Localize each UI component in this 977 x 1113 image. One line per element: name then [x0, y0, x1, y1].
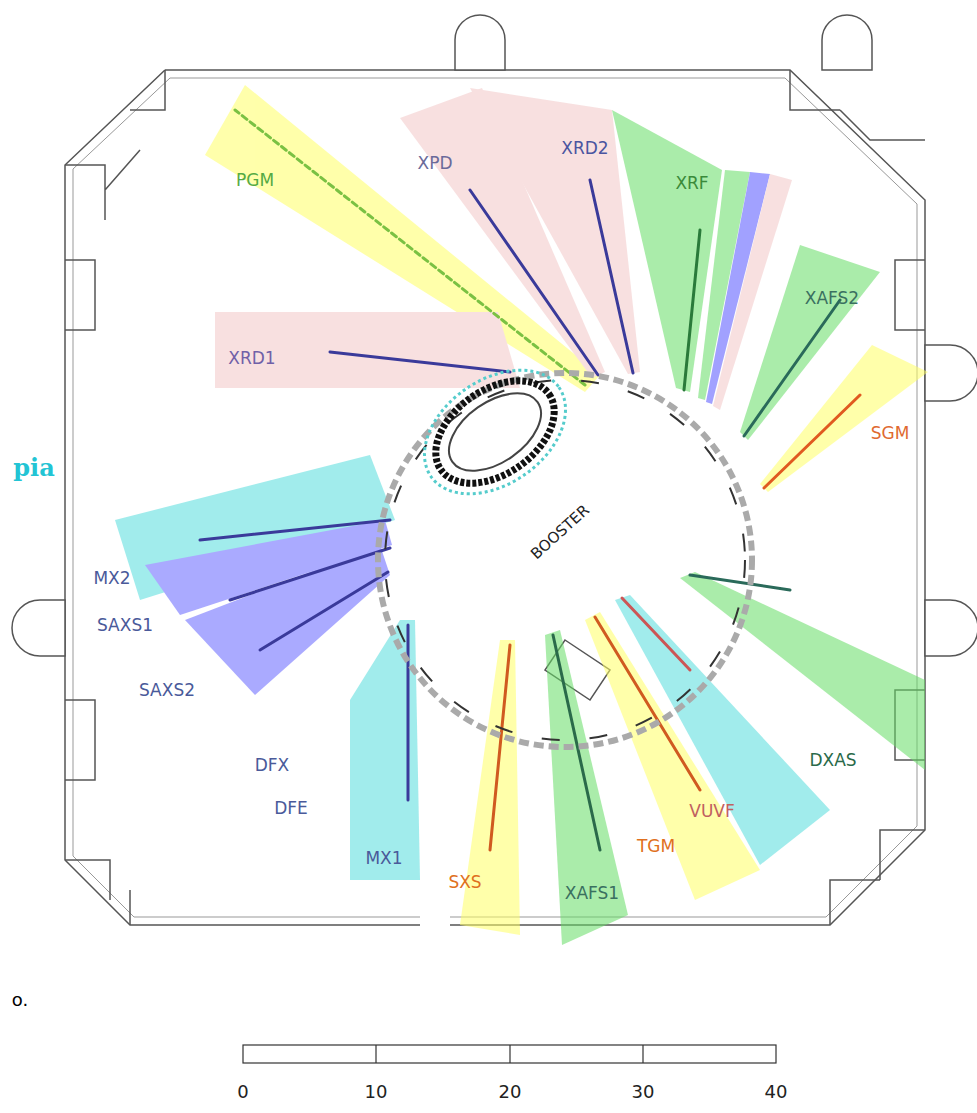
beamline-name: DXAS [809, 751, 856, 770]
stair-towers [12, 15, 977, 700]
scale-bar [243, 1045, 776, 1063]
beamline-name: XPD [418, 154, 453, 173]
scale-number: 30 [632, 1082, 655, 1102]
beamline-name: SXS [448, 873, 481, 892]
scale-number: 40 [765, 1082, 788, 1102]
beamline-name: XRD2 [561, 139, 608, 158]
beamline-name: TGM [637, 837, 675, 856]
beamline-name: VUVF [689, 802, 734, 821]
beamline-name: DFE [274, 799, 308, 818]
beamline-name: pia [13, 455, 54, 481]
scale-number: 10 [365, 1082, 388, 1102]
beamline-name: o. [12, 990, 28, 1010]
beamline-name: MX1 [365, 849, 402, 868]
beamline-name: XRF [675, 174, 708, 193]
building-outline [65, 70, 925, 925]
beamline-name: XAFS2 [805, 289, 859, 308]
beamline-name: PGM [236, 171, 274, 190]
beamline-wedges [115, 85, 928, 945]
scale-number: 0 [237, 1082, 248, 1102]
beamline-name: SAXS2 [139, 681, 195, 700]
beamline-name: XAFS1 [565, 884, 619, 903]
beamlines [200, 110, 860, 850]
beamline-name: MX2 [93, 569, 130, 588]
storage-ring [378, 345, 752, 747]
beamline-name: DFX [255, 756, 290, 775]
beamline-name: SAXS1 [97, 616, 153, 635]
scale-number: 20 [499, 1082, 522, 1102]
beamline-name: XRD1 [228, 349, 275, 368]
beamline-name: SGM [871, 424, 910, 443]
ring-name: BOOSTER [528, 502, 593, 563]
